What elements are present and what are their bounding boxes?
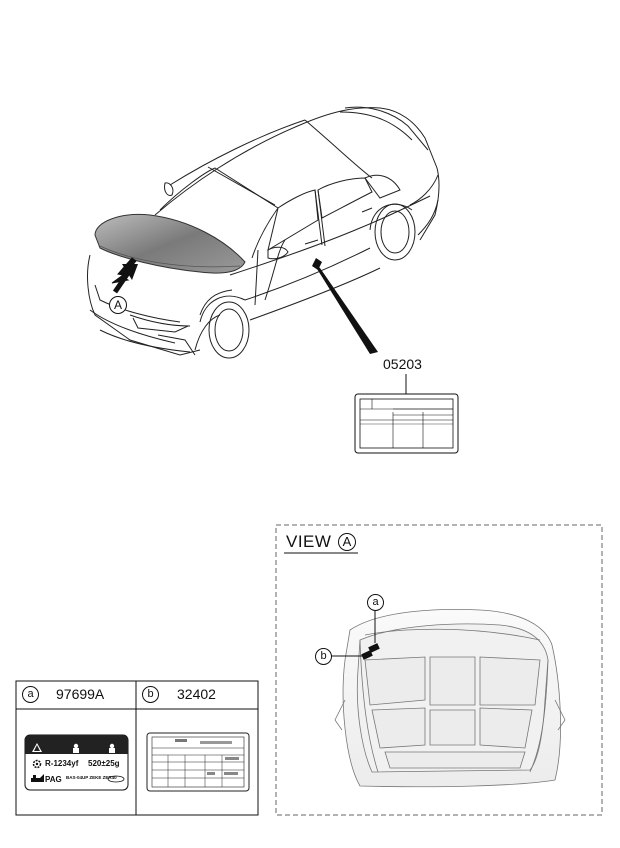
gear-icon	[32, 759, 42, 769]
arrow-up-icon	[111, 257, 138, 294]
callout-a-main: A	[109, 296, 127, 314]
part-number-05203: 05203	[383, 356, 422, 372]
hood-icon	[94, 213, 246, 274]
hood-underside	[334, 608, 566, 788]
view-panel-border	[275, 524, 603, 816]
warning-triangle-icon	[32, 743, 42, 752]
legend-letter-b: b	[142, 686, 159, 703]
emission-label-box	[354, 393, 459, 454]
view-title: VIEW	[286, 532, 332, 551]
charge-text: 520±25g	[88, 759, 120, 768]
view-ref-letter: A	[338, 533, 356, 551]
callout-b-view: b	[315, 648, 332, 665]
compliance-label-card	[146, 732, 250, 792]
oil-text: PAG	[45, 775, 62, 784]
legend-part-a: 97699A	[56, 686, 105, 702]
refrigerant-text: R-1234yf	[45, 759, 79, 768]
car-icon	[87, 106, 440, 359]
label-pictograms	[73, 743, 115, 753]
leader-wedge	[314, 264, 378, 354]
legend-part-b: 32402	[177, 686, 216, 702]
oil-can-icon	[31, 774, 44, 782]
legend-letter-a: a	[22, 686, 39, 703]
legend-table	[15, 680, 259, 816]
callout-a-view: a	[367, 594, 384, 611]
oil-sub-text: BAS-04UP ZEKE ZER40	[66, 776, 117, 781]
